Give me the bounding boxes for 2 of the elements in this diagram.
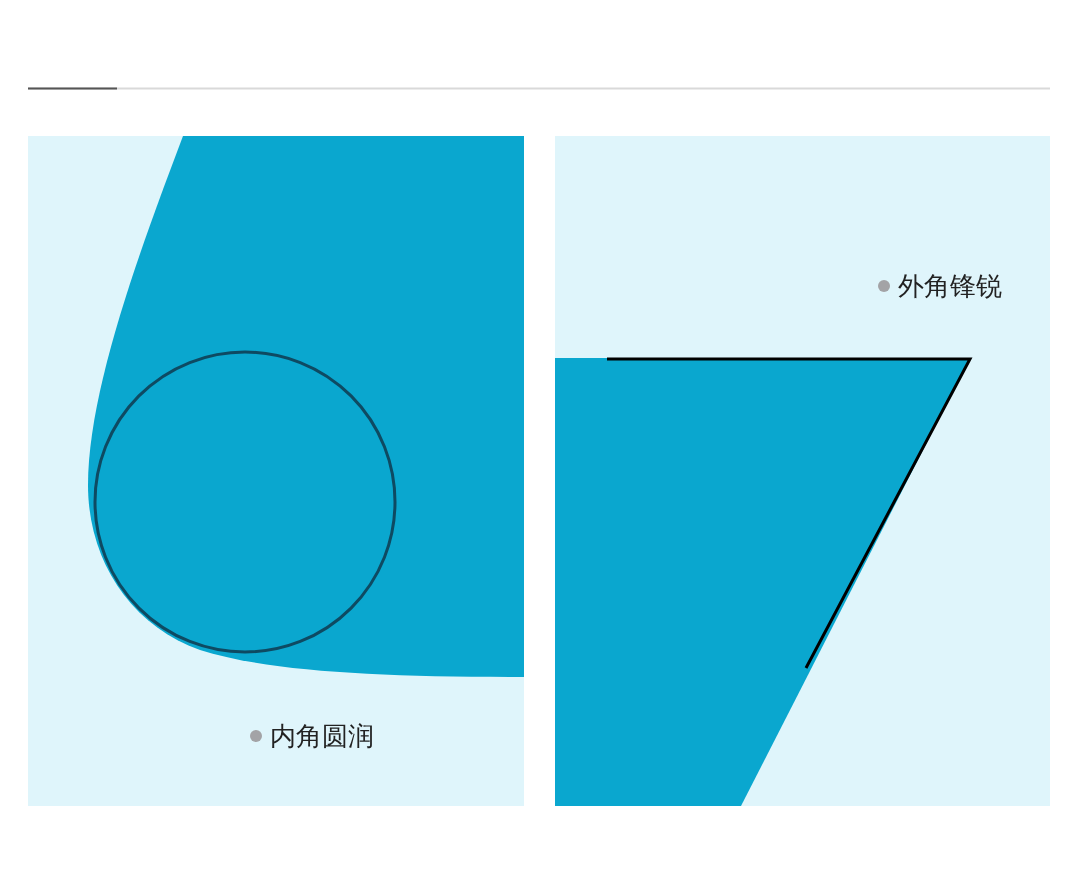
- corner-label: 外角锋锐: [898, 270, 1002, 303]
- corner-label: 内角圆润: [270, 720, 374, 753]
